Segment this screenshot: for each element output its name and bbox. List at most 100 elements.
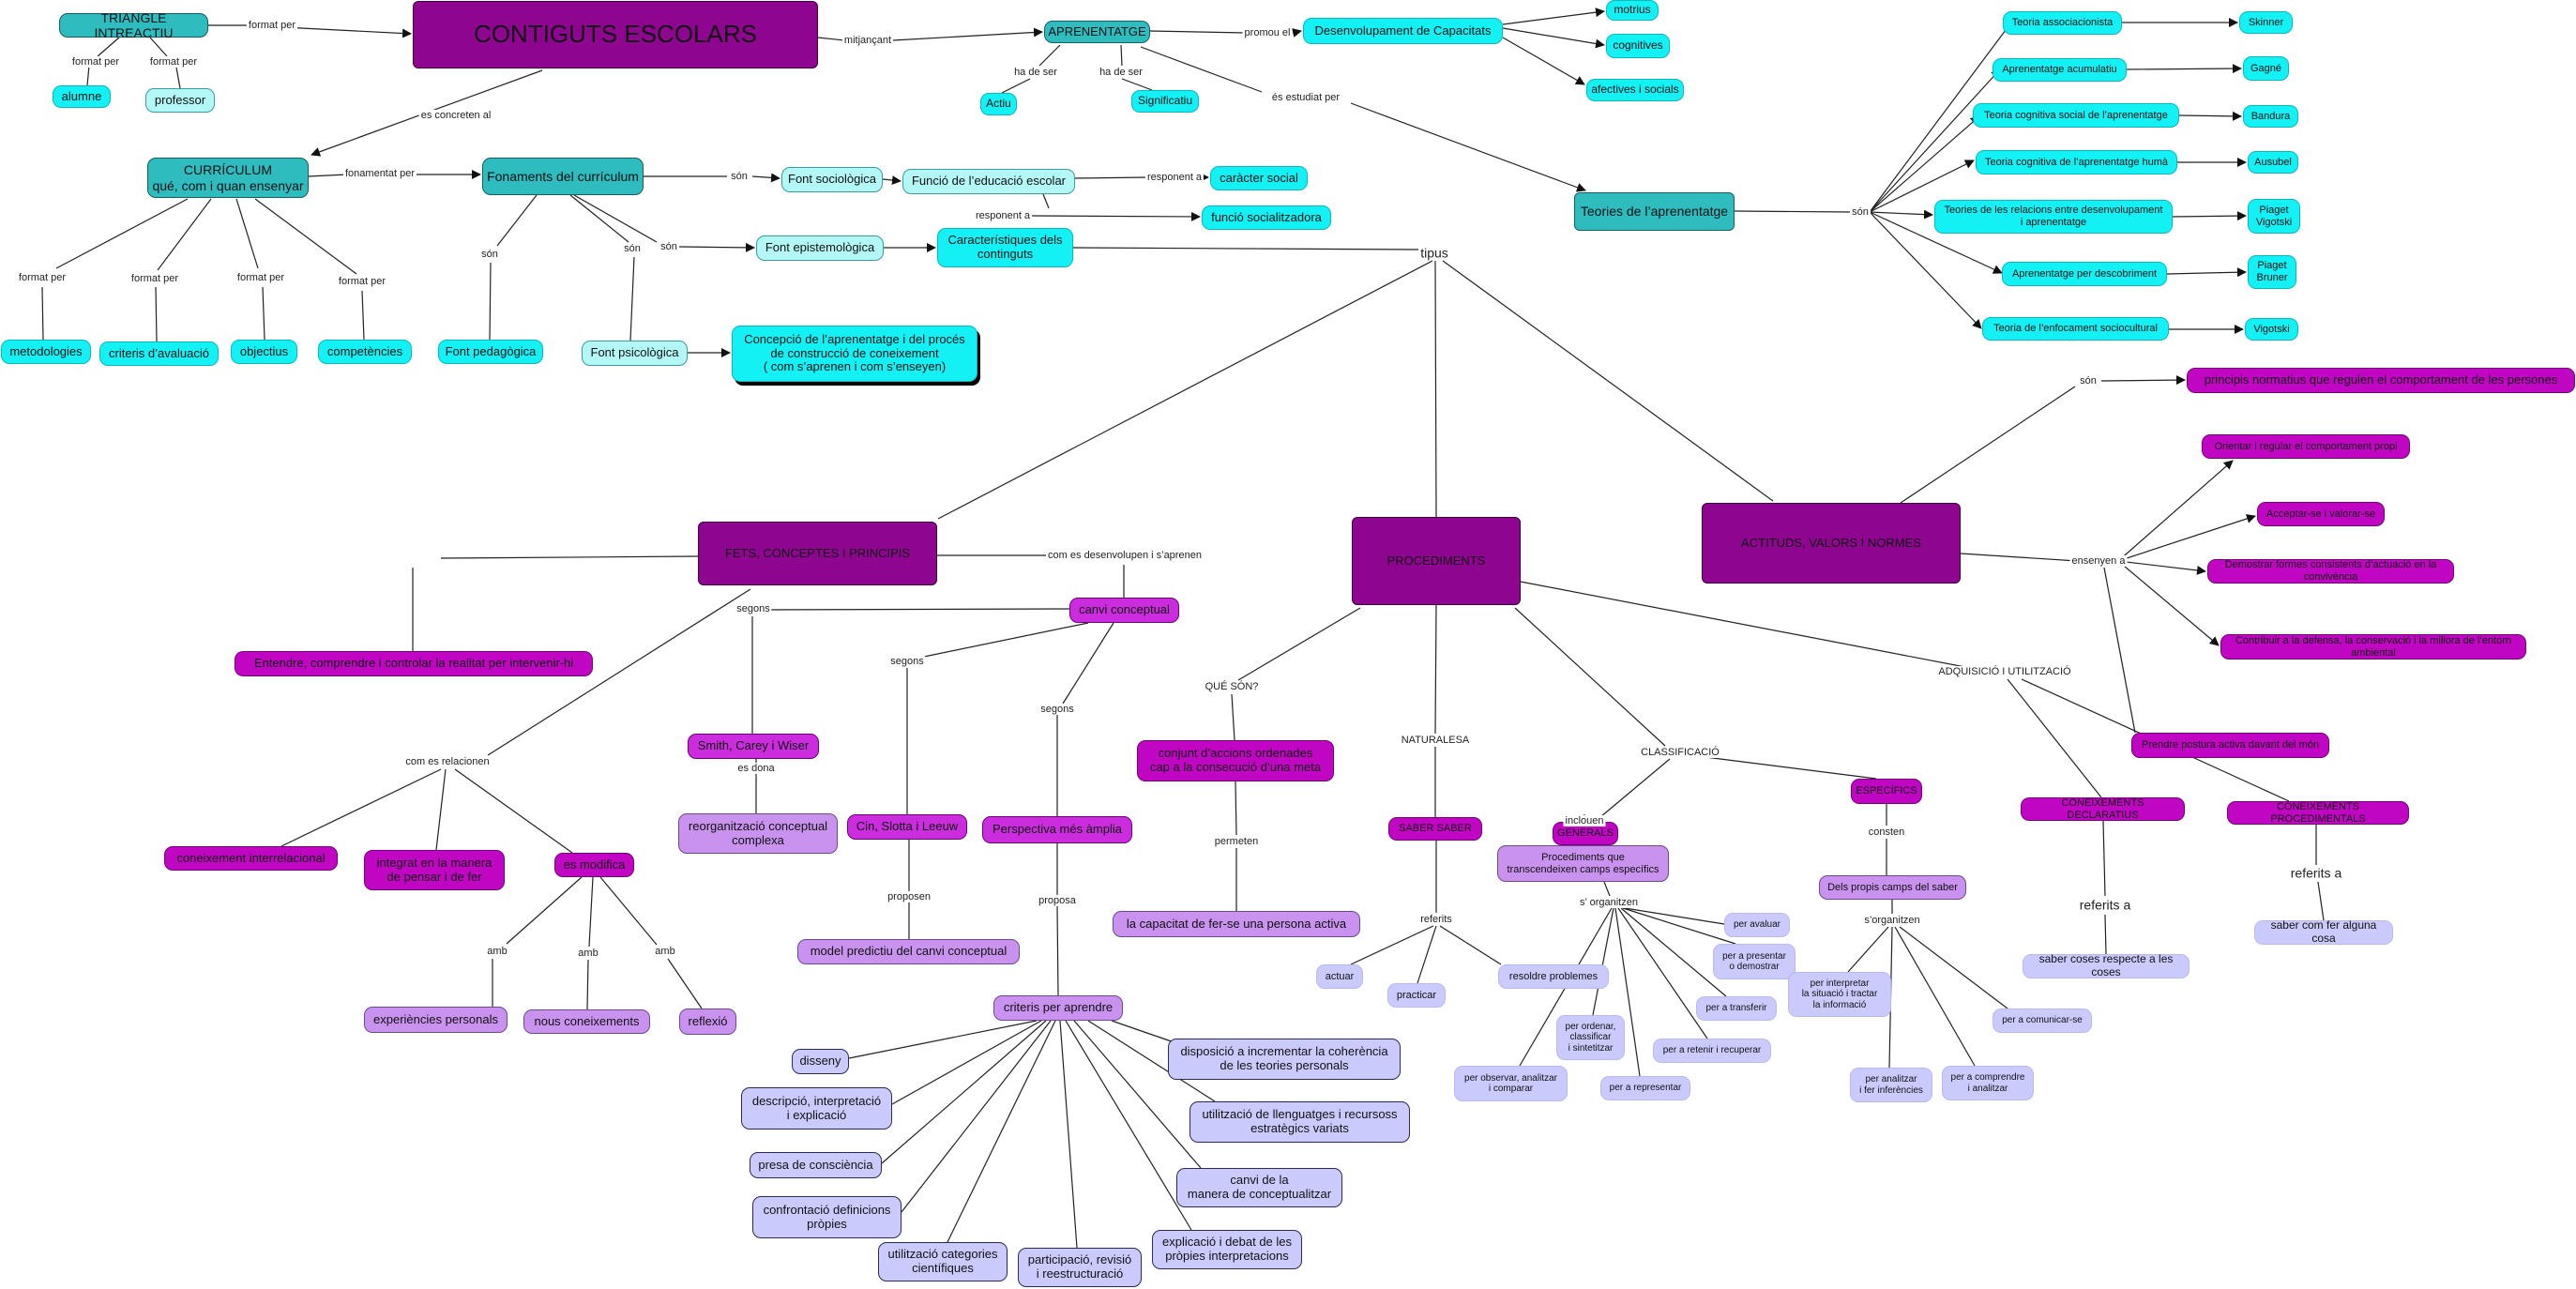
node-propis-camps[interactable]: Dels propis camps del saber [1819,875,1966,900]
node-disseny[interactable]: disseny [792,1049,849,1074]
label-segons: segons [888,655,926,668]
node-metodologies[interactable]: metodologies [1,340,91,364]
node-fets-conceptes-principis[interactable]: FETS, CONCEPTES I PRINCIPIS [698,522,937,585]
node-prendre-postura[interactable]: Prendre postura activa davant del món [2131,733,2329,758]
node-e-analitzar[interactable]: per analitzar i fer inferències [1850,1068,1932,1102]
node-explicacio-debat[interactable]: explicació i debat de les pròpies interp… [1152,1230,1302,1269]
node-model-predictiu[interactable]: model predictiu del canvi conceptual [797,939,1020,964]
node-alumne[interactable]: alumne [53,85,111,108]
node-funcio-socialitzadora[interactable]: funció socialitzadora [1202,205,1331,230]
node-practicar[interactable]: practicar [1387,983,1446,1008]
node-coneixements-procedimentals[interactable]: CONEIXEMENTS PROCEDIMENTALS [2227,801,2409,825]
node-participacio[interactable]: participació, revisió i reestructuració [1018,1248,1142,1287]
node-capacitat-persona-activa[interactable]: la capacitat de fer-se una persona activ… [1113,911,1360,937]
node-principis-normatius[interactable]: principis normatius que regulen el compo… [2187,368,2575,393]
node-caracter-social[interactable]: caràcter social [1210,166,1308,190]
node-bandura[interactable]: Bandura [2243,105,2298,128]
node-gagne[interactable]: Gagné [2243,56,2289,81]
node-professor[interactable]: professor [145,88,215,113]
node-desenvolupament[interactable]: Desenvolupament de Capacitats [1303,18,1503,44]
node-font-psicologica[interactable]: Font psicològica [582,341,688,366]
node-conjunt-accions[interactable]: conjunt d’accions ordenades cap a la con… [1137,740,1334,781]
node-demostrar[interactable]: Demostrar formes consistents d’actuació … [2207,559,2454,584]
node-es-modifica[interactable]: es modifica [554,853,634,877]
node-saber-coses[interactable]: saber coses respecte a les coses [2023,952,2190,978]
node-g-ordenar[interactable]: per ordenar, classificar i sintetitzar [1556,1015,1625,1060]
node-utilitzacio-categories[interactable]: utilització categories científiques [878,1242,1008,1281]
node-font-pedagogica[interactable]: Font pedagògica [438,340,543,364]
node-concepcio-aprenentatge[interactable]: Concepció de l’aprenentatge i del procés… [732,326,977,382]
node-utilitzacio-llenguatges[interactable]: utilització de llenguatges i recursoss e… [1190,1101,1410,1143]
node-afectives[interactable]: afectives i socials [1586,79,1684,101]
node-fonaments[interactable]: Fonaments del currículum [482,158,644,195]
node-font-sociologica[interactable]: Font sociològica [781,167,883,192]
node-especifics[interactable]: ESPECÍFICS [1851,779,1922,804]
node-procediments[interactable]: PROCEDIMENTS [1352,517,1521,605]
node-procediments-generals[interactable]: Procediments que transcendeixen camps es… [1497,845,1669,882]
node-teories[interactable]: Teories de l’aprenentatge [1574,192,1735,231]
node-nous-coneixements[interactable]: nous coneixements [523,1009,650,1034]
node-g-avaluar[interactable]: per avaluar [1724,913,1790,937]
node-g-representar[interactable]: per a representar [1600,1076,1690,1100]
node-teoria-associacionista[interactable]: Teoria associacionista [2003,11,2122,35]
node-skinner[interactable]: Skinner [2239,11,2293,34]
node-aprenentatge[interactable]: APRENENTATGE [1044,21,1150,43]
node-e-comprendre[interactable]: per a comprendre i analitzar [1942,1066,2034,1100]
node-acceptar[interactable]: Acceptar-se i valorar-se [2257,502,2385,526]
node-teoria-cognitiva-huma[interactable]: Teoria cognitiva de l’aprenentatge humà [1976,150,2177,174]
node-reflexio[interactable]: reflexió [679,1008,736,1035]
node-entendre[interactable]: Entendre, comprendre i controlar la real… [235,651,593,676]
node-g-observar[interactable]: per observar, analitzar i comparar [1454,1066,1568,1101]
node-actituds-valors-normes[interactable]: ACTITUDS, VALORS I NORMES [1702,503,1961,584]
node-curriculum[interactable]: CURRÍCULUM qué, com i quan ensenyar [147,158,309,198]
node-integrat[interactable]: integrat en la manera de pensar i de fer [364,850,505,890]
node-aprenentatge-acumulatiu[interactable]: Aprenentatge acumulatiu [1993,58,2127,82]
node-teoria-sociocultural[interactable]: Teoria de l’enfocament sociocultural [1982,317,2169,341]
node-g-transferir[interactable]: per a transferir [1696,996,1777,1021]
node-criteris-avaluacio[interactable]: criteris d’avaluació [99,341,219,366]
node-canvi-manera[interactable]: canvi de la manera de conceptualitzar [1176,1168,1342,1207]
node-piaget-bruner[interactable]: Piaget Bruner [2248,255,2296,289]
node-criteris-aprendre[interactable]: criteris per aprendre [993,995,1123,1021]
node-descripcio[interactable]: descripció, interpretació i explicació [741,1087,892,1130]
node-e-comunicar[interactable]: per a comunicar-se [1993,1008,2092,1033]
node-coneixement-interrelacional[interactable]: coneixement interrelacional [164,846,338,871]
node-actuar[interactable]: actuar [1316,964,1363,989]
node-orientar[interactable]: Orientar i regular el comportament propi [2202,434,2410,459]
node-smith-carey-wiser[interactable]: Smith, Carey i Wiser [688,734,819,759]
connector-arrow [882,175,902,186]
node-perspectiva-amplia[interactable]: Perspectiva més àmplia [982,816,1132,843]
node-actiu[interactable]: Actiu [980,93,1017,115]
node-e-interpretar[interactable]: per interpretar la situació i tractar la… [1788,972,1891,1017]
node-objectius[interactable]: objectius [231,340,297,364]
node-funcio-educacio-escolar[interactable]: Funció de l’educació escolar [902,169,1075,194]
node-piaget-vigotski[interactable]: Piaget Vigotski [2248,199,2300,234]
node-contiguts-escolars[interactable]: CONTIGUTS ESCOLARS [413,1,818,68]
node-resoldre-problemes[interactable]: resoldre problemes [1498,964,1609,989]
node-presa-consciencia[interactable]: presa de consciència [750,1152,882,1178]
node-vigotski[interactable]: Vigotski [2245,318,2298,341]
node-significatiu[interactable]: Significatiu [1131,90,1199,113]
node-reorganitzacio[interactable]: reorganització conceptual complexa [678,813,838,854]
node-competencies[interactable]: competències [318,340,412,364]
node-teoria-cognitiva-social[interactable]: Teoria cognitiva social de l’aprenentatg… [1973,103,2179,128]
node-cin-slotta-leeuw[interactable]: Cin, Slotta i Leeuw [847,814,967,840]
node-canvi-conceptual[interactable]: canvi conceptual [1069,598,1179,623]
node-aprenentatge-descobriment[interactable]: Aprenentatge per descobriment [2002,262,2167,286]
node-triangle[interactable]: TRIANGLE INTREACTIU [59,10,208,40]
node-caracteristiques-continguts[interactable]: Característiques dels continguts [937,228,1073,267]
node-g-presentar[interactable]: per a presentar o demostrar [1713,944,1796,979]
node-experiencies-personals[interactable]: experiències personals [364,1007,508,1033]
node-disposicio[interactable]: disposició a incrementar la coherència d… [1168,1039,1401,1080]
node-ausubel[interactable]: Ausubel [2248,151,2298,174]
node-motrius[interactable]: motrius [1606,0,1659,21]
node-saber-com[interactable]: saber com fer alguna cosa [2254,918,2393,945]
node-teories-relacions[interactable]: Teories de les relacions entre desenvolu… [1934,200,2173,234]
node-font-epistemologica[interactable]: Font epistemològica [756,235,884,261]
node-g-retenir[interactable]: per a retenir i recuperar [1653,1039,1771,1063]
node-confrontacio[interactable]: confrontació definicions pròpies [752,1196,902,1238]
node-cognitives[interactable]: cognitives [1606,34,1670,58]
node-contribuir[interactable]: Contribuir a la defensa, la conservació … [2220,634,2526,660]
node-coneixements-declaratius[interactable]: CONEIXEMENTS DECLARATIUS [2021,797,2185,821]
node-saber-saber[interactable]: SABER SABER [1388,817,1482,841]
